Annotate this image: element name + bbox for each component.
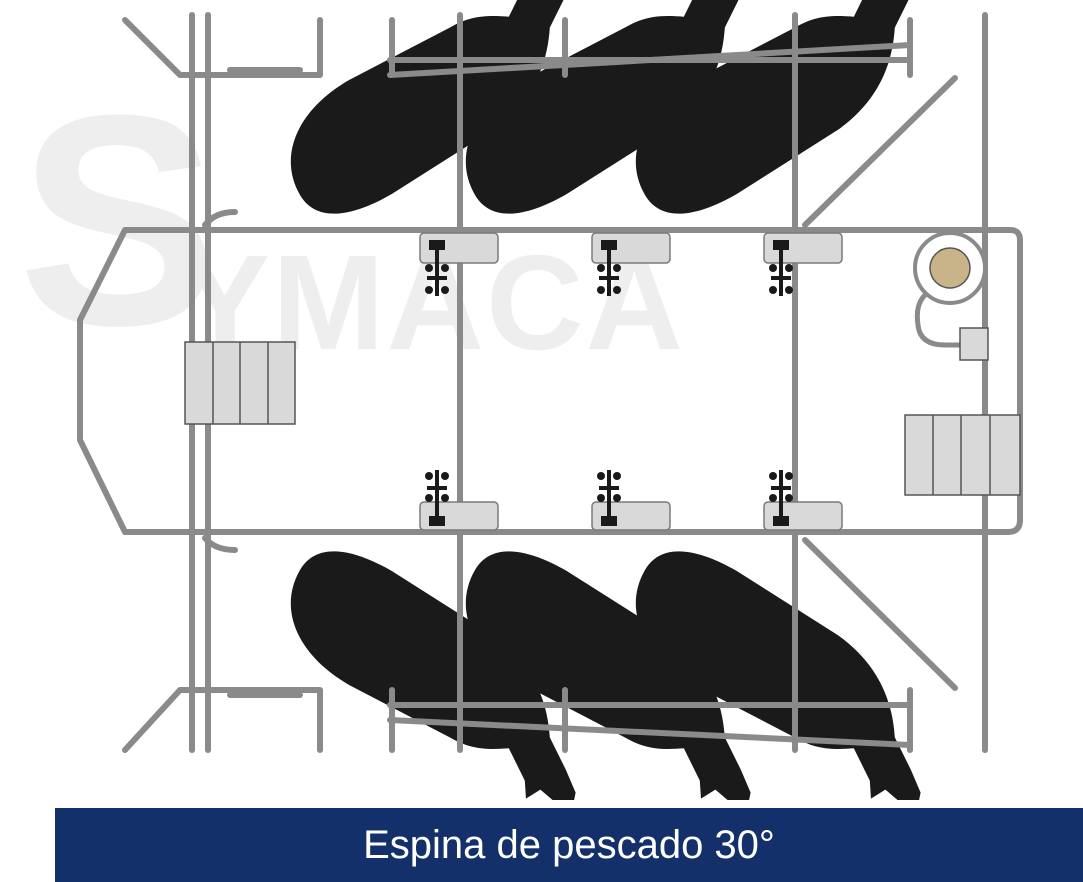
rail [387, 717, 913, 748]
rail [802, 75, 958, 228]
parlour-svg [77, 0, 1023, 800]
stairs-icon [184, 341, 296, 425]
milk-tank-icon [913, 231, 989, 361]
rail [122, 687, 323, 753]
pit-outline [197, 227, 1023, 535]
parlour-diagram: S YMACA [18, 0, 1023, 800]
stairs-icon [904, 414, 1021, 496]
pit-outline [77, 227, 203, 535]
caption-bar: Espina de pescado 30° [55, 808, 1083, 882]
rail [122, 17, 323, 78]
rail [802, 537, 958, 691]
caption-title: Espina de pescado 30° [363, 822, 775, 867]
